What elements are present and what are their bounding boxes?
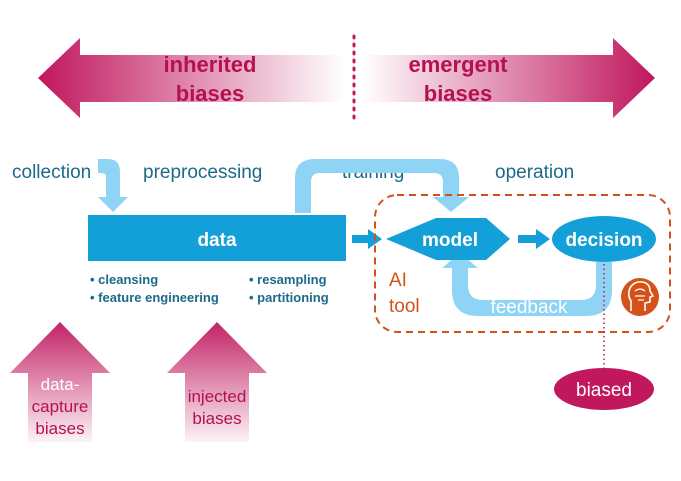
- data-capture-biases-arrow: [10, 322, 110, 442]
- data-label: data: [197, 230, 237, 251]
- data-to-model-arrow: [352, 229, 382, 249]
- decision-label: decision: [565, 230, 642, 251]
- injected-label-2: biases: [192, 409, 241, 428]
- emergent-label-1: emergent: [408, 52, 508, 77]
- brain-head-icon: [621, 278, 659, 316]
- ai-tool-region: [374, 194, 671, 333]
- data-capture-label-2: capture: [32, 397, 89, 416]
- inherited-label-2: biases: [176, 81, 245, 106]
- ai-tool-label-2: tool: [389, 296, 420, 317]
- step-resampling: • resampling: [249, 272, 327, 287]
- model-to-decision-arrow: [518, 229, 550, 249]
- stage-operation: operation: [495, 162, 574, 183]
- injected-biases-arrow: [167, 322, 267, 442]
- stage-collection: collection: [12, 162, 91, 183]
- collection-arrow: [98, 159, 128, 212]
- data-capture-label-1: data-: [41, 375, 80, 394]
- model-label: model: [422, 230, 478, 251]
- data-box: [88, 215, 346, 261]
- emergent-biases-arrow: [362, 38, 655, 118]
- step-cleansing: • cleansing: [90, 272, 158, 287]
- step-partitioning: • partitioning: [249, 290, 329, 305]
- ai-tool-label-1: AI: [389, 270, 407, 291]
- step-feature-engineering: • feature engineering: [90, 290, 219, 305]
- feedback-loop-arrow: [442, 253, 612, 316]
- injected-label-1: injected: [188, 387, 247, 406]
- model-node: [386, 218, 510, 260]
- data-capture-label-3: biases: [35, 419, 84, 438]
- inherited-label-1: inherited: [164, 52, 257, 77]
- inherited-biases-arrow: [38, 38, 345, 118]
- training-arrow: [295, 159, 469, 213]
- stage-preprocessing: preprocessing: [143, 162, 262, 183]
- biased-badge: [554, 368, 654, 410]
- biased-label: biased: [576, 380, 632, 401]
- emergent-label-2: biases: [424, 81, 493, 106]
- feedback-label: feedback: [490, 297, 568, 318]
- decision-node: [552, 216, 656, 262]
